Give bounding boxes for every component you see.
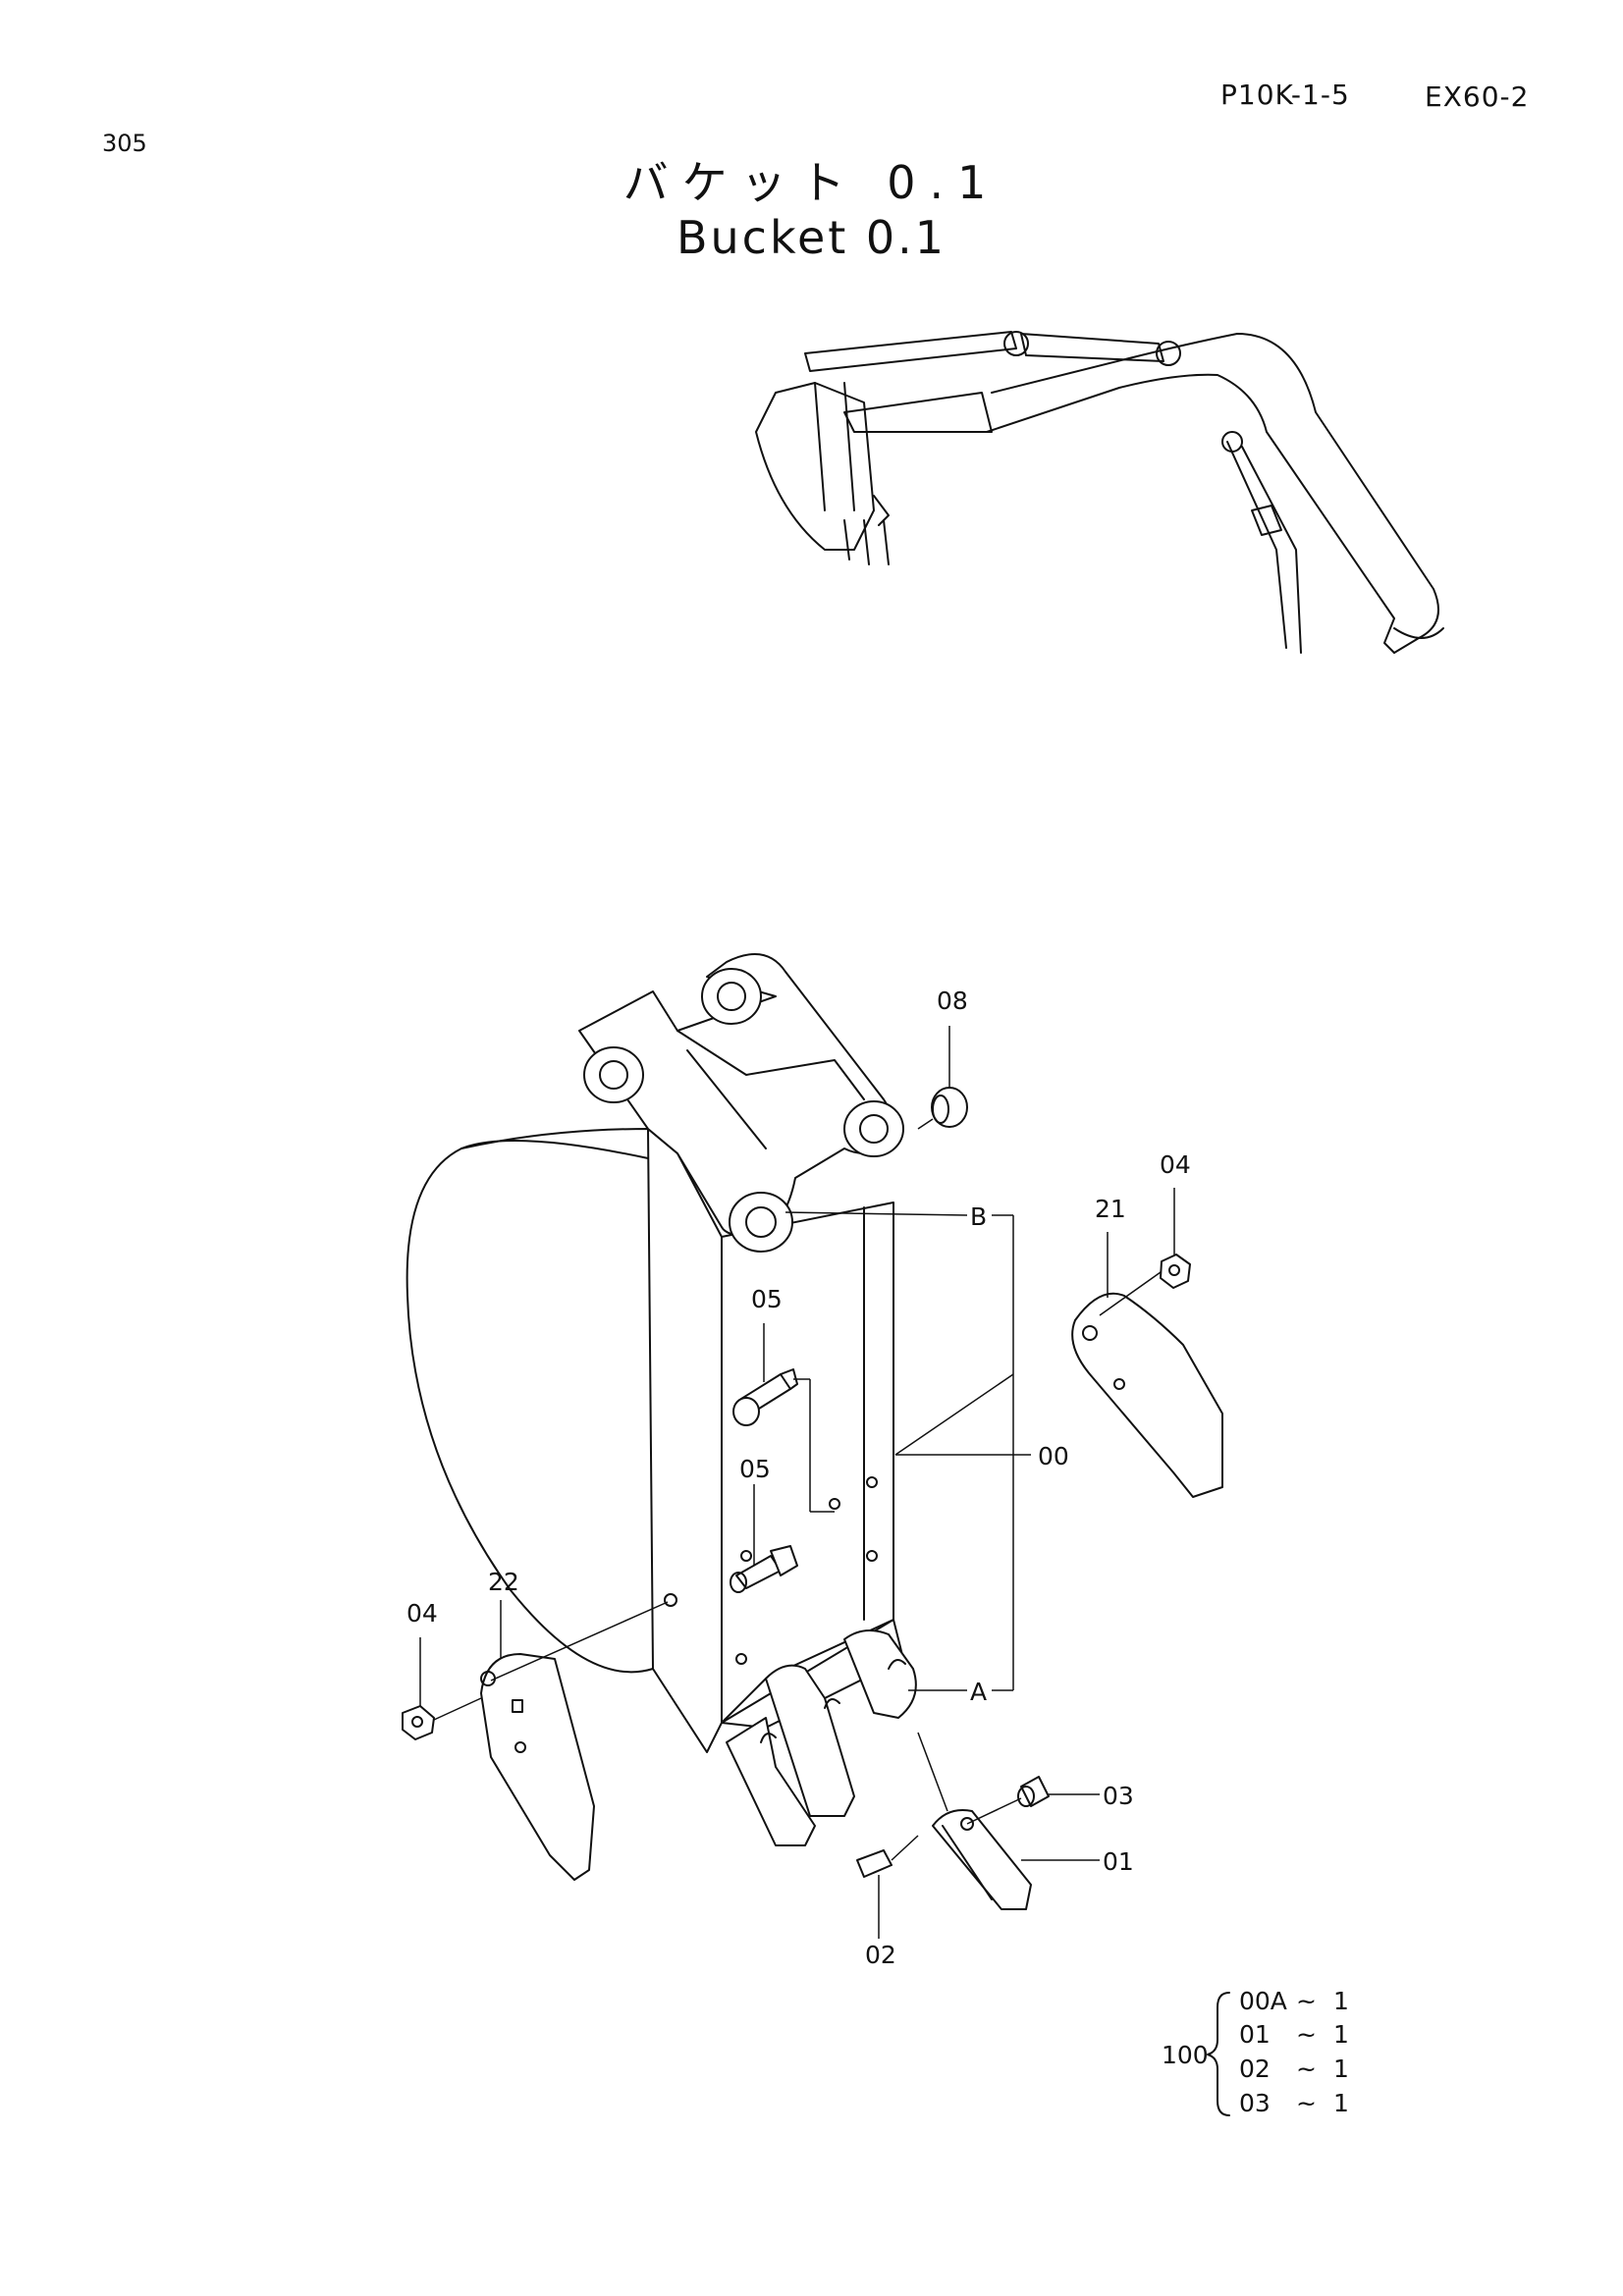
lock-02 <box>856 1849 893 1878</box>
bucket-body <box>406 953 904 1753</box>
kit-list: 100 00A ~ 1 01 ~ 1 02 ~ 1 03 ~ 1 <box>1162 1987 1349 2117</box>
nut-04-right <box>1160 1254 1191 1289</box>
bushing-08 <box>931 1087 968 1128</box>
kit-item-qty: 1 <box>1333 2055 1349 2083</box>
machine-overview-sketch <box>755 331 1444 654</box>
kit-item-part: 00A <box>1239 1987 1287 2015</box>
callout-02: 02 <box>865 1941 896 1969</box>
kit-item-qty: 1 <box>1333 2089 1349 2117</box>
title-japanese: バケット 0.1 <box>622 156 1001 209</box>
tooth-point-01 <box>932 1809 1032 1910</box>
callout-08: 08 <box>937 987 968 1015</box>
bolt-05-mid <box>730 1545 798 1593</box>
kit-item-qty: 1 <box>1333 1987 1349 2015</box>
callout-05-top: 05 <box>751 1285 783 1313</box>
page-code: P10K-1-5 <box>1220 79 1350 111</box>
callout-04-right: 04 <box>1160 1150 1191 1179</box>
title-english: Bucket 0.1 <box>676 211 947 264</box>
callout-21: 21 <box>1095 1195 1126 1223</box>
kit-item-qty: 1 <box>1333 2020 1349 2049</box>
side-cutter-21 <box>1071 1292 1223 1498</box>
callout-B: B <box>970 1202 987 1231</box>
tooth-pin-03 <box>1017 1776 1050 1807</box>
kit-item-sep: ~ <box>1296 2020 1317 2049</box>
callout-22: 22 <box>488 1568 519 1596</box>
kit-item-part: 01 <box>1239 2020 1271 2049</box>
callout-05-mid: 05 <box>739 1455 771 1483</box>
bolt-05-top <box>732 1368 798 1426</box>
callout-03: 03 <box>1103 1782 1134 1810</box>
page-number: 305 <box>102 130 147 157</box>
callout-00: 00 <box>1038 1442 1069 1470</box>
leader-lines <box>419 1026 1175 1939</box>
callout-01: 01 <box>1103 1847 1134 1876</box>
callout-A: A <box>970 1678 987 1706</box>
kit-item-sep: ~ <box>1296 2089 1317 2117</box>
side-cutter-22 <box>480 1653 595 1881</box>
nut-04-left <box>402 1705 435 1740</box>
kit-item-sep: ~ <box>1296 1987 1317 2015</box>
callout-labels: 08 04 21 B 05 05 00 22 04 A 03 01 02 <box>406 987 1191 1969</box>
model-code: EX60-2 <box>1425 80 1530 113</box>
bucket-teeth <box>726 1629 917 1846</box>
kit-label: 100 <box>1162 2041 1209 2069</box>
callout-04-left: 04 <box>406 1599 438 1628</box>
kit-item-part: 02 <box>1239 2055 1271 2083</box>
kit-item-sep: ~ <box>1296 2055 1317 2083</box>
kit-item-part: 03 <box>1239 2089 1271 2117</box>
